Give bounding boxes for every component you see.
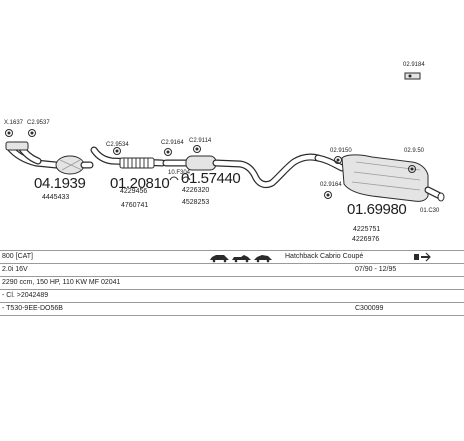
clamp-label: C2.9114	[189, 138, 212, 144]
engine-text: 800 [CAT]	[2, 253, 33, 260]
part-front-pipe-catalyst[interactable]: X.1637 C2.9537 04.1939 4445433	[4, 120, 94, 201]
clamp-icon-center	[336, 158, 340, 162]
pipe-flange-glyph	[414, 254, 419, 260]
hanger-rubber-icon	[169, 176, 191, 181]
clamp-label: C2.9534	[106, 142, 129, 148]
info-row-reference: - T530-9EE-DO56B C300099	[0, 302, 464, 316]
gasket-icon-center	[7, 131, 11, 135]
info-row-engine-details: 2290 ccm, 150 HP, 110 KW MF 02041	[0, 276, 464, 289]
wheel	[223, 259, 227, 263]
hanger-icon	[193, 145, 201, 153]
gasket-icon	[5, 129, 13, 137]
clamp-label: 02.9.50	[404, 148, 425, 154]
car-silhouettes-icon	[208, 251, 274, 266]
part-number: 01.69980	[347, 201, 406, 218]
wheel	[245, 259, 249, 263]
part-number: 04.1939	[34, 175, 85, 192]
clamp-icon	[334, 156, 342, 164]
clamp-label: 02.9150	[330, 148, 352, 154]
part-rear-muffler[interactable]: 02.9150 02.9164 02.9.50 02.9184 01.C30 0…	[314, 62, 445, 243]
vehicle-info-table: 800 [CAT] Hatchback Cabrio Coupé	[0, 250, 464, 316]
part-code: 4445433	[42, 194, 69, 201]
hanger-icon	[408, 165, 416, 173]
center-muffler-body	[185, 155, 217, 171]
hanger-icon-center	[410, 167, 414, 171]
clamp-label: 01.C30	[420, 208, 440, 214]
production-dates-text: 07/90 - 12/95	[355, 266, 397, 273]
clamp-icon-center	[166, 150, 170, 154]
part-intermediate-pipe[interactable]: C2.9534 01.20810 4229456 4760741	[90, 142, 170, 209]
part-code: 4229456	[120, 188, 147, 195]
clamp-icon	[164, 148, 172, 156]
part-code: 4760741	[121, 202, 148, 209]
catalyst-body	[55, 155, 85, 175]
pipe-arrow-glyph	[425, 252, 431, 262]
model-spec-text: 2.0i 16V	[2, 266, 28, 273]
rear-muffler-body	[341, 154, 429, 202]
hanger-icon-center	[326, 193, 330, 197]
hatchback-icon	[210, 255, 229, 260]
coupe-icon	[254, 255, 272, 260]
hanger-bracket-icon	[404, 72, 421, 80]
manifold-flange	[5, 141, 29, 151]
info-row-chassis: - Cl. >2042489	[0, 289, 464, 302]
hanger-bracket-hole	[408, 74, 412, 78]
clamp-label: 02.9184	[403, 62, 425, 68]
wheel	[234, 259, 238, 263]
flex-section	[119, 157, 155, 169]
exhaust-pipe-icon	[412, 251, 432, 266]
rear-muffler-texture	[351, 161, 421, 191]
cabrio-icon	[232, 255, 251, 260]
part-code: 4225751	[353, 226, 380, 233]
part-center-muffler[interactable]: C2.9164 C2.9114 10.F304 01.57440 4226320…	[161, 138, 322, 206]
clamp-label: C2.9537	[27, 120, 50, 126]
part-code: 4528253	[182, 199, 209, 206]
catalog-code-text: C300099	[355, 305, 384, 312]
clamp-label: 02.9164	[320, 182, 342, 188]
part-code: 4226320	[182, 187, 209, 194]
reference-text: - T530-9EE-DO56B	[2, 305, 63, 312]
clamp-label: 10.F304	[168, 170, 191, 176]
engine-details-text: 2290 ccm, 150 HP, 110 KW MF 02041	[2, 279, 121, 286]
clamp-label: C2.9164	[161, 140, 184, 146]
flex-section-ribs	[123, 158, 149, 168]
chassis-text: - Cl. >2042489	[2, 292, 49, 299]
hanger-icon	[324, 191, 332, 199]
clamp-icon-center	[115, 149, 119, 153]
clamp-label: X.1637	[4, 120, 24, 126]
part-number: 01.57440	[181, 170, 240, 187]
tailpipe-end	[437, 192, 445, 202]
catalyst-texture	[59, 159, 83, 171]
clamp-icon	[28, 129, 36, 137]
wheel	[212, 259, 216, 263]
hanger-icon-center	[195, 147, 199, 151]
clamp-icon	[113, 147, 121, 155]
info-row-model: 2.0i 16V 07/90 - 12/95	[0, 263, 464, 276]
wheel	[256, 259, 260, 263]
part-code: 4226976	[352, 236, 379, 243]
clamp-icon-center	[30, 131, 34, 135]
part-number: 01.20810	[110, 175, 169, 192]
wheel	[266, 259, 270, 263]
exhaust-system-diagram: X.1637 C2.9537 04.1939 4445433 C2.9534 0…	[4, 62, 445, 243]
info-row-engine: 800 [CAT] Hatchback Cabrio Coupé	[0, 250, 464, 263]
body-types-text: Hatchback Cabrio Coupé	[285, 253, 364, 260]
